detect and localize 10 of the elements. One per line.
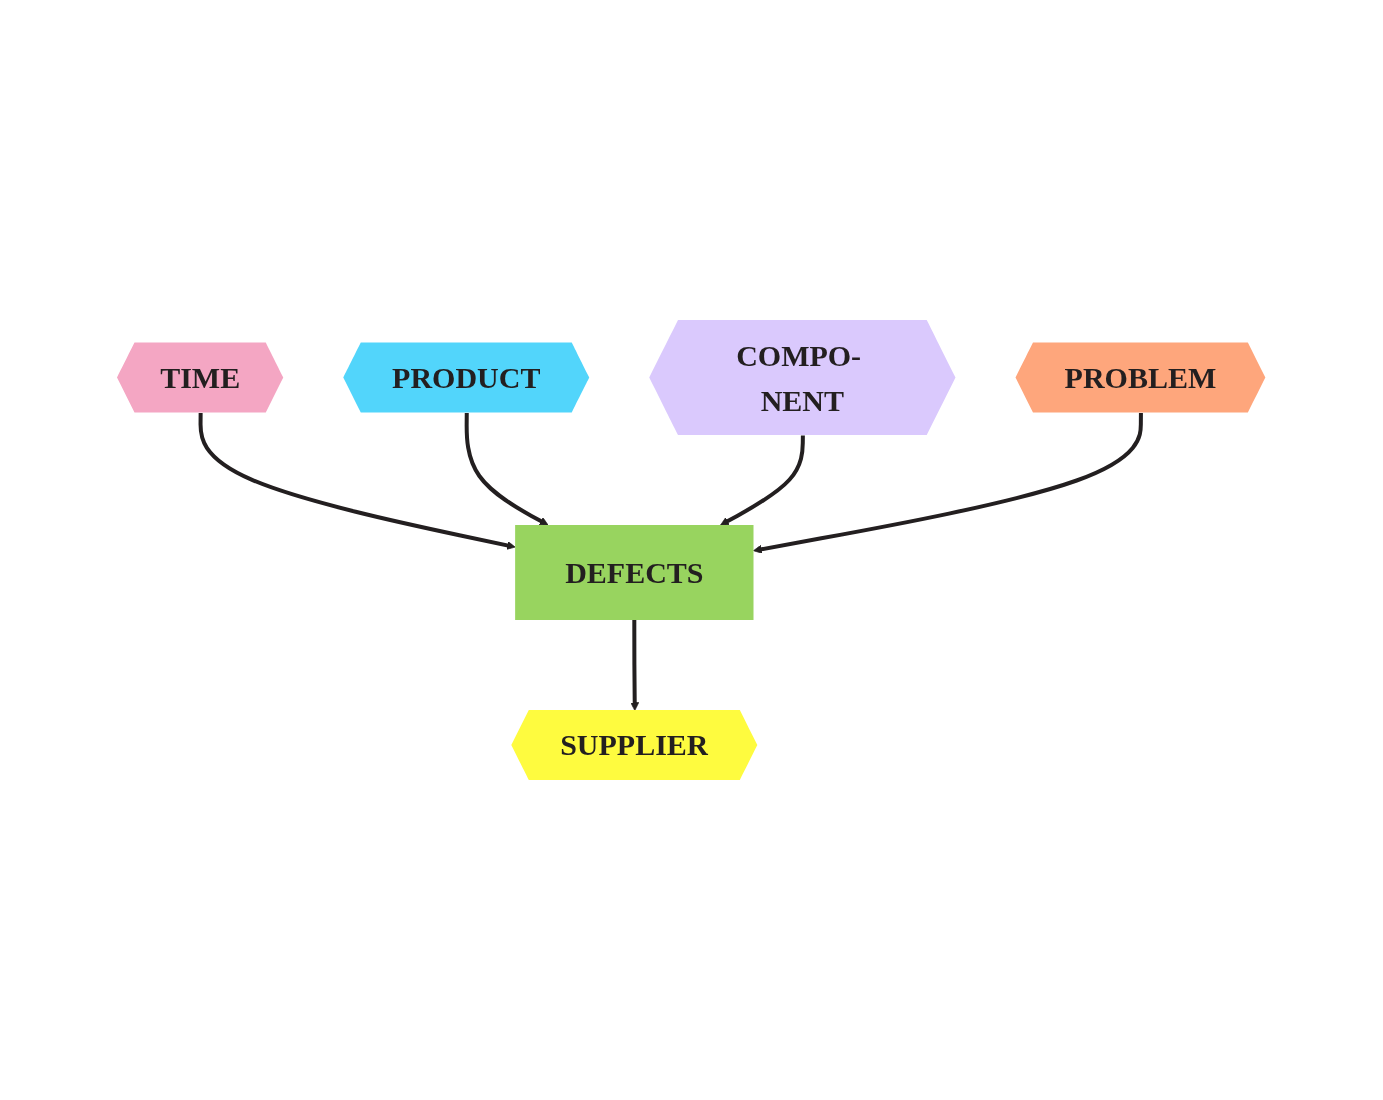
node-box: PRODUCT [343,342,590,413]
node-box: DEFECTS [515,525,754,620]
arrow [720,435,806,526]
arrow [465,413,549,526]
arrow [753,413,1144,554]
node-box: COMPO- NENT [649,320,956,435]
node-box: PROBLEM [1015,342,1266,413]
arrow [630,620,640,711]
arrow [198,413,516,550]
node-box: SUPPLIER [511,710,758,780]
